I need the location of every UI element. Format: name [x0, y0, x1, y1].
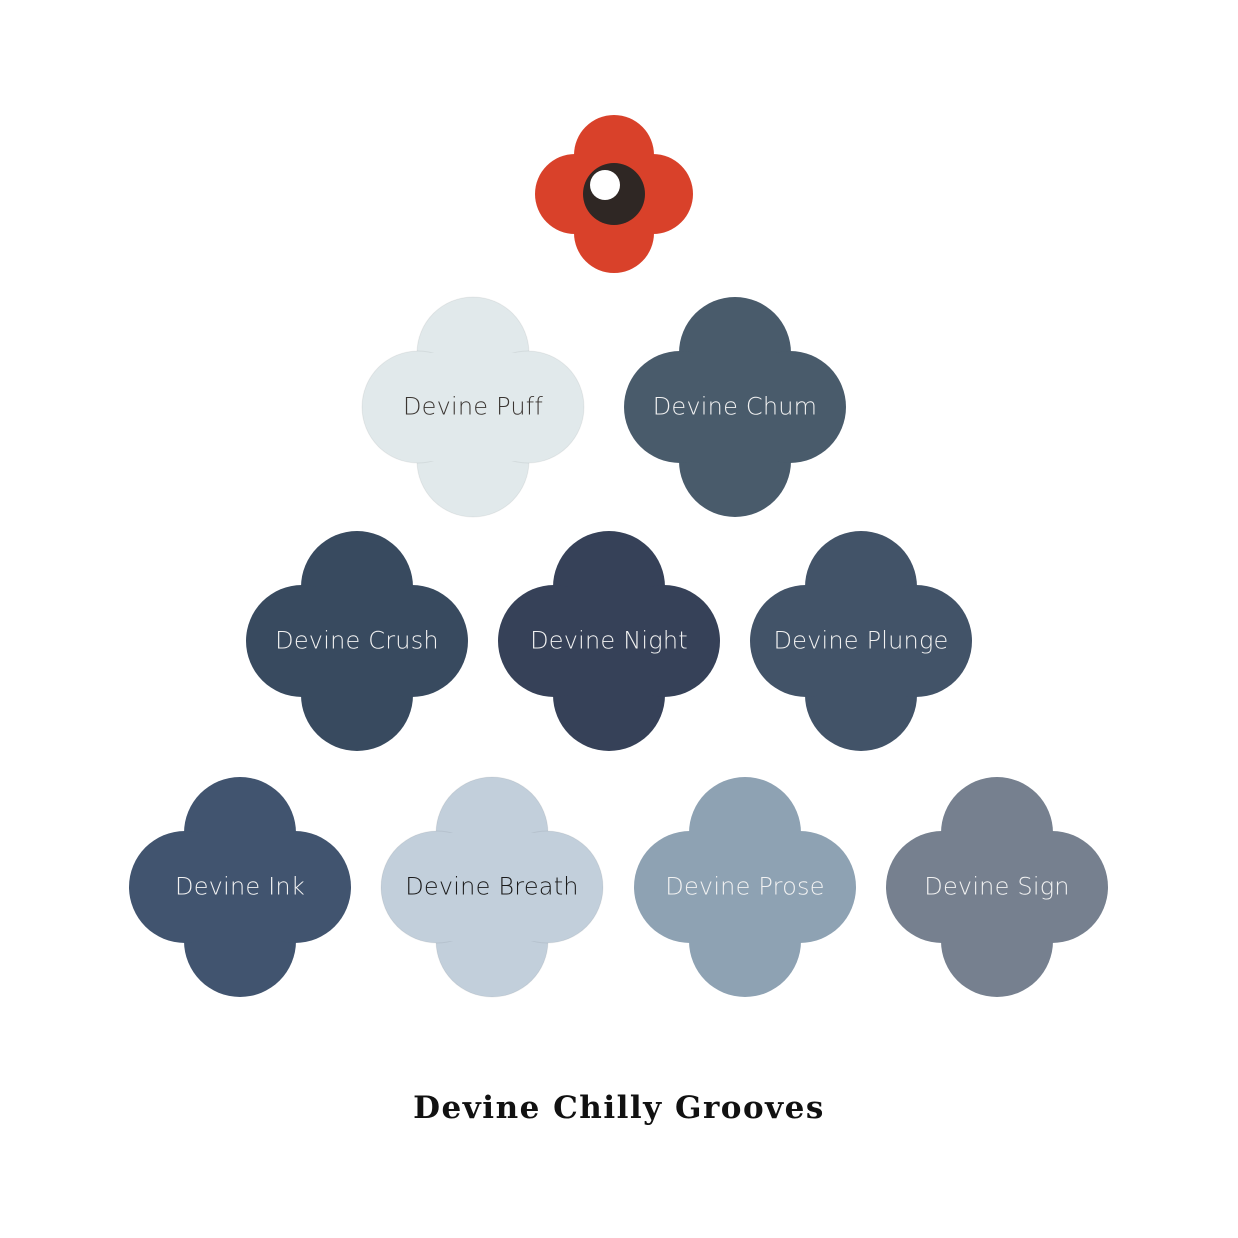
swatch-fill	[361, 296, 585, 518]
swatch-label: Devine Night	[530, 626, 688, 655]
quatrefoil-shape	[634, 777, 856, 997]
quatrefoil-shape	[886, 777, 1108, 997]
poppy-flower-icon	[535, 115, 693, 273]
color-swatch: Devine Crush	[246, 531, 468, 751]
color-swatch: Devine Chum	[624, 297, 846, 517]
swatch-label: Devine Ink	[175, 872, 305, 901]
swatch-fill	[380, 776, 604, 998]
quatrefoil-shape	[361, 296, 585, 518]
color-swatch: Devine Breath	[380, 776, 604, 998]
palette-title: Devine Chilly Grooves	[413, 1090, 825, 1126]
swatch-label: Devine Puff	[402, 392, 544, 421]
quatrefoil-shape	[129, 777, 351, 997]
quatrefoil-shape	[380, 776, 604, 998]
swatch-core	[185, 833, 295, 941]
swatch-fill	[246, 531, 468, 751]
swatch-core	[942, 833, 1052, 941]
swatch-label: Devine Prose	[665, 872, 825, 901]
swatch-fill	[886, 777, 1108, 997]
color-swatch: Devine Ink	[129, 777, 351, 997]
swatch-core	[302, 587, 412, 695]
swatch-core	[437, 833, 547, 941]
swatch-label: Devine Plunge	[773, 626, 949, 655]
color-swatch: Devine Plunge	[750, 531, 972, 751]
swatch-label: Devine Sign	[924, 872, 1070, 901]
swatch-fill	[634, 777, 856, 997]
swatch-core	[554, 587, 664, 695]
color-swatch: Devine Night	[498, 531, 720, 751]
swatch-core	[806, 587, 916, 695]
quatrefoil-shape	[750, 531, 972, 751]
swatch-fill	[624, 297, 846, 517]
color-swatch: Devine Prose	[634, 777, 856, 997]
swatch-label: Devine Chum	[652, 392, 818, 421]
quatrefoil-shape	[246, 531, 468, 751]
poppy-logo	[534, 114, 694, 274]
poppy-highlight	[590, 170, 620, 200]
swatch-core	[690, 833, 800, 941]
color-swatch: Devine Puff	[361, 296, 585, 518]
color-swatch: Devine Sign	[886, 777, 1108, 997]
swatch-fill	[750, 531, 972, 751]
swatch-label: Devine Crush	[275, 626, 439, 655]
quatrefoil-shape	[624, 297, 846, 517]
quatrefoil-shape	[498, 531, 720, 751]
swatch-core	[680, 353, 790, 461]
swatch-core	[418, 353, 528, 461]
swatch-label: Devine Breath	[405, 872, 579, 901]
swatch-fill	[129, 777, 351, 997]
swatch-fill	[498, 531, 720, 751]
